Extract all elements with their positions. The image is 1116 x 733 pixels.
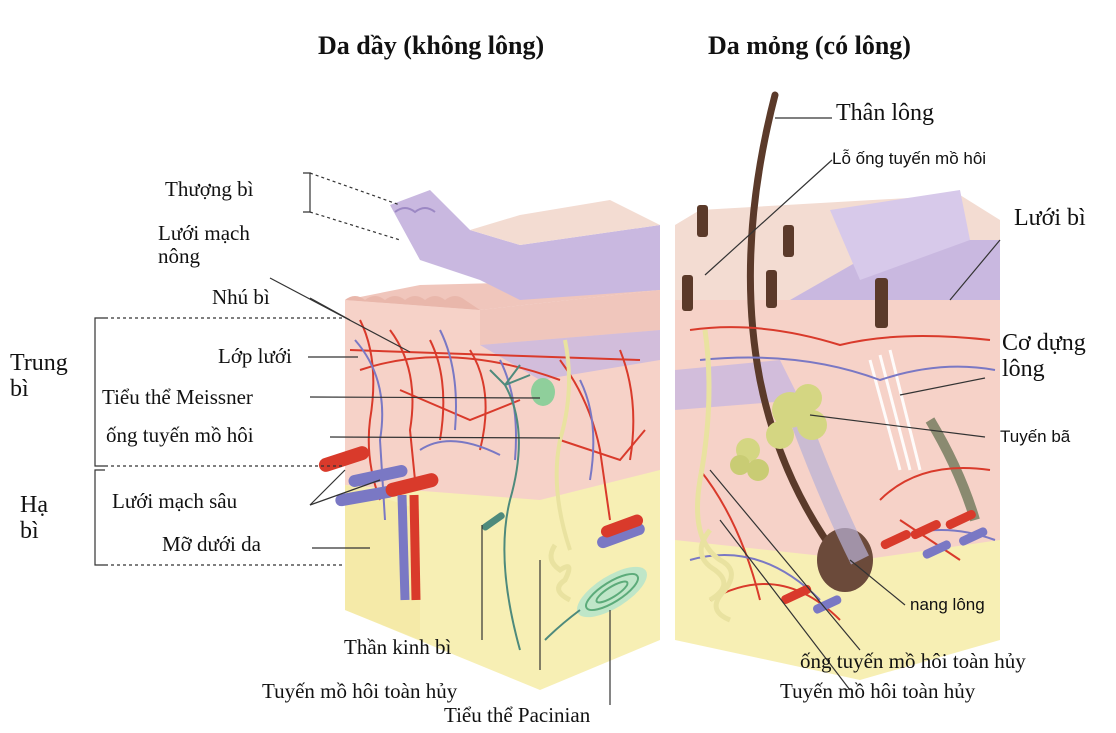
- thin-skin-block: [675, 95, 1000, 680]
- title-thin-skin: Da mỏng (có lông): [708, 32, 911, 61]
- label-epidermis: Thượng bì: [165, 178, 253, 201]
- label-dermal-nerve: Thần kinh bì: [344, 636, 451, 659]
- label-superficial-plexus: Lưới mạch nông: [158, 222, 250, 268]
- label-eccrine-gland-right: Tuyến mồ hôi toàn hủy: [780, 680, 975, 703]
- label-papillary-dermis: Nhú bì: [212, 286, 270, 309]
- label-deep-plexus: Lưới mạch sâu: [112, 490, 237, 513]
- label-dermal-ridges: Lưới bì: [1014, 205, 1086, 231]
- label-arrector-pili: Cơ dựng lông: [1002, 330, 1086, 383]
- label-meissner-corpuscle: Tiểu thể Meissner: [102, 386, 253, 409]
- label-sweat-pore: Lỗ ống tuyến mồ hôi: [832, 150, 986, 169]
- label-pacinian-corpuscle: Tiểu thể Pacinian: [444, 704, 590, 727]
- title-thick-skin: Da dầy (không lông): [318, 32, 544, 61]
- label-sweat-duct: ống tuyến mồ hôi: [106, 424, 254, 447]
- label-eccrine-gland-left: Tuyến mồ hôi toàn hủy: [262, 680, 457, 703]
- label-reticular-layer: Lớp lưới: [218, 345, 292, 368]
- label-hair-follicle: nang lông: [910, 596, 985, 615]
- label-eccrine-duct: ống tuyến mồ hôi toàn hủy: [800, 650, 1026, 673]
- label-sebaceous-gland: Tuyến bã: [1000, 428, 1070, 447]
- label-hypodermis: Hạ bì: [20, 492, 48, 545]
- thick-skin-block: [317, 190, 660, 690]
- label-dermis: Trung bì: [10, 350, 68, 403]
- label-subcutaneous-fat: Mỡ dưới da: [162, 533, 261, 556]
- label-hair-shaft: Thân lông: [836, 100, 934, 126]
- meissner-corpuscle: [531, 378, 555, 406]
